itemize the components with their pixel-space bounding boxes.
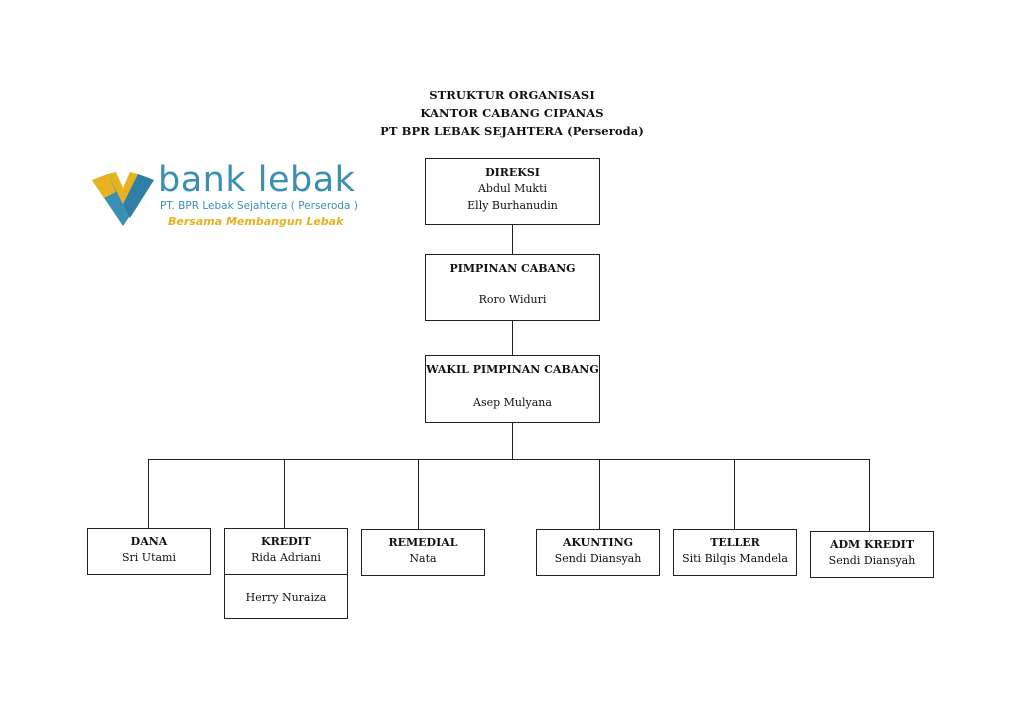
org-box-teller: TELLER Siti Bilqis Mandela: [673, 529, 797, 576]
box-role: KREDIT: [261, 535, 311, 548]
box-name: Nata: [409, 552, 437, 565]
box-name: Sendi Diansyah: [554, 552, 642, 565]
connector-to-adm-kredit: [869, 459, 871, 531]
connector-pimpinan-wakil: [512, 320, 514, 356]
box-name: Elly Burhanudin: [467, 199, 558, 212]
connector-to-remedial: [418, 459, 420, 529]
box-role: DIREKSI: [485, 166, 540, 179]
org-box-dana: DANA Sri Utami: [87, 528, 211, 575]
logo-tagline: Bersama Membangun Lebak: [168, 215, 344, 228]
box-name: Siti Bilqis Mandela: [682, 552, 788, 565]
org-box-adm-kredit: ADM KREDIT Sendi Diansyah: [810, 531, 934, 578]
org-box-direksi: DIREKSI Abdul Mukti Elly Burhanudin: [425, 158, 600, 225]
box-name: Sri Utami: [121, 551, 176, 564]
box-role: PIMPINAN CABANG: [449, 262, 576, 275]
logo-emblem-icon: [92, 172, 154, 226]
box-name: Asep Mulyana: [473, 396, 552, 409]
box-role: WAKIL PIMPINAN CABANG: [426, 363, 599, 376]
box-name: Sendi Diansyah: [828, 554, 916, 567]
connector-horizontal-bus: [148, 459, 870, 461]
box-role: AKUNTING: [562, 536, 634, 549]
connector-to-akunting: [599, 459, 601, 529]
bank-lebak-logo: bank lebak PT. BPR Lebak Sejahtera ( Per…: [90, 160, 370, 235]
box-name: Rida Adriani: [251, 551, 321, 564]
connector-to-dana: [148, 459, 150, 528]
logo-sub-text: PT. BPR Lebak Sejahtera ( Perseroda ): [160, 200, 358, 212]
box-role: DANA: [130, 535, 168, 548]
box-role: REMEDIAL: [388, 536, 458, 549]
org-box-kredit: KREDIT Rida Adriani: [224, 528, 348, 575]
chart-title-line-3: PT BPR LEBAK SEJAHTERA (Perseroda): [380, 124, 644, 138]
org-box-pimpinan-cabang: PIMPINAN CABANG Roro Widuri: [425, 254, 600, 321]
box-name: Abdul Mukti: [477, 182, 548, 195]
box-name: Herry Nuraiza: [245, 591, 327, 604]
chart-title-line-1: STRUKTUR ORGANISASI: [429, 88, 595, 102]
org-box-akunting: AKUNTING Sendi Diansyah: [536, 529, 660, 576]
connector-wakil-bus: [512, 423, 514, 460]
box-name: Roro Widuri: [478, 293, 547, 306]
box-role: ADM KREDIT: [829, 538, 915, 551]
org-box-kredit-extra: Herry Nuraiza: [224, 574, 348, 619]
box-role: TELLER: [710, 536, 760, 549]
logo-main-text: bank lebak: [158, 160, 356, 200]
connector-to-kredit: [284, 459, 286, 528]
connector-to-teller: [734, 459, 736, 529]
chart-title-line-2: KANTOR CABANG CIPANAS: [420, 106, 604, 120]
org-box-remedial: REMEDIAL Nata: [361, 529, 485, 576]
connector-direksi-pimpinan: [512, 224, 514, 254]
org-box-wakil-pimpinan-cabang: WAKIL PIMPINAN CABANG Asep Mulyana: [425, 355, 600, 423]
